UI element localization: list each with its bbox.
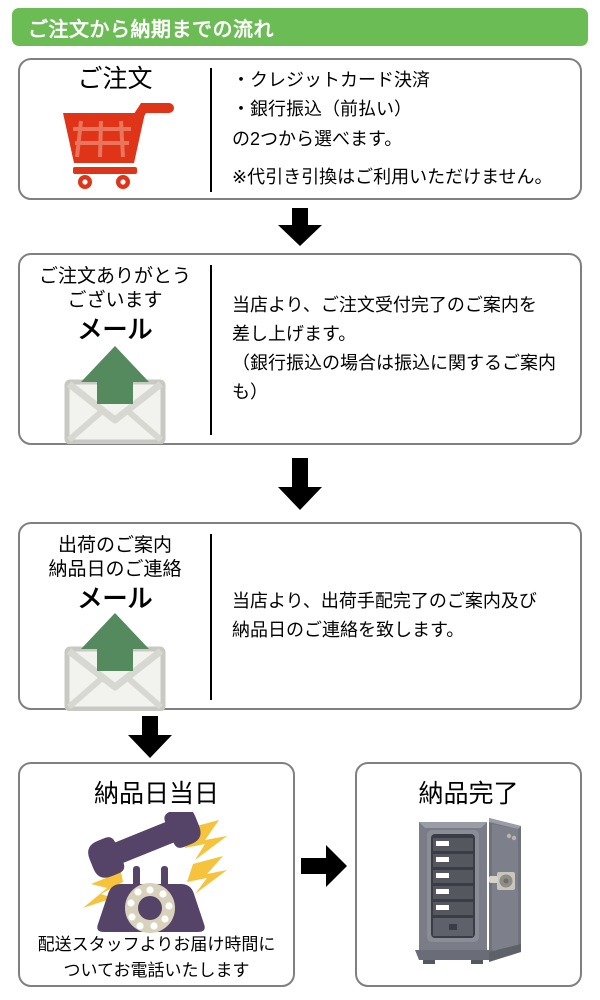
step-order-note: ※代引き引換はご利用いただけません。 bbox=[232, 166, 553, 187]
safe-icon bbox=[409, 814, 529, 964]
step-thanks-label: ご注文ありがとう ございます bbox=[38, 266, 191, 311]
step-order-label: ご注文 bbox=[77, 65, 153, 93]
step-divider bbox=[210, 265, 212, 435]
step-shipping-left: 出荷のご案内 納品日のご連絡 メール bbox=[20, 524, 210, 712]
step-thanks-body: 当店より、ご注文受付完了のご案内を 差し上げます。 （銀行振込の場合は振込に関す… bbox=[232, 294, 556, 403]
mail-up-arrow-icon bbox=[57, 611, 173, 712]
arrow-down-icon-3 bbox=[128, 716, 172, 763]
step-order-left: ご注文 bbox=[20, 60, 210, 198]
page-title: ご注文から納期までの流れ bbox=[28, 18, 274, 41]
step-thanks-right: 当店より、ご注文受付完了のご案内を 差し上げます。 （銀行振込の場合は振込に関す… bbox=[232, 255, 580, 443]
step-divider bbox=[210, 68, 212, 192]
step-box-delivery-complete: 納品完了 bbox=[355, 762, 582, 987]
step-box-shipping-mail: 出荷のご案内 納品日のご連絡 メール 当店より、出荷手配完了のご案内及び 納品日… bbox=[18, 522, 582, 712]
delivery-day-caption: 配送スタッフよりお届け時間に ついてお電話いたします bbox=[37, 935, 276, 980]
step-shipping-body: 当店より、出荷手配完了のご案内及び 納品日のご連絡を致します。 bbox=[232, 590, 537, 640]
arrow-right-icon bbox=[301, 845, 347, 892]
step-thanks-label-mail: メール bbox=[77, 315, 153, 344]
arrow-down-icon-1 bbox=[278, 208, 322, 251]
step-box-thanks-mail: ご注文ありがとう ございます メール 当店より、ご注文受付完了のご案内 bbox=[18, 253, 582, 445]
step-divider bbox=[210, 534, 212, 700]
mail-up-arrow-icon bbox=[57, 344, 173, 445]
header-banner: ご注文から納期までの流れ bbox=[12, 8, 588, 46]
step-thanks-left: ご注文ありがとう ございます メール bbox=[20, 255, 210, 445]
step-shipping-right: 当店より、出荷手配完了のご案内及び 納品日のご連絡を致します。 bbox=[232, 524, 580, 708]
shopping-cart-icon bbox=[53, 97, 177, 190]
delivery-day-title: 納品日当日 bbox=[93, 780, 219, 808]
arrow-down-icon-2 bbox=[278, 458, 322, 515]
delivery-complete-title: 納品完了 bbox=[418, 780, 519, 808]
step-order-right: ・クレジットカード決済 ・銀行振込（前払い） の2つから選べます。 ※代引き引換… bbox=[232, 60, 580, 198]
step-box-delivery-day: 納品日当日 bbox=[18, 762, 295, 987]
step-box-order: ご注文 bbox=[18, 58, 582, 200]
step-shipping-label-mail: メール bbox=[77, 584, 153, 613]
step-shipping-label: 出荷のご案内 納品日のご連絡 bbox=[48, 535, 182, 580]
step-order-body: ・クレジットカード決済 ・銀行振込（前払い） の2つから選べます。 bbox=[232, 70, 430, 149]
ringing-phone-icon bbox=[77, 807, 237, 934]
